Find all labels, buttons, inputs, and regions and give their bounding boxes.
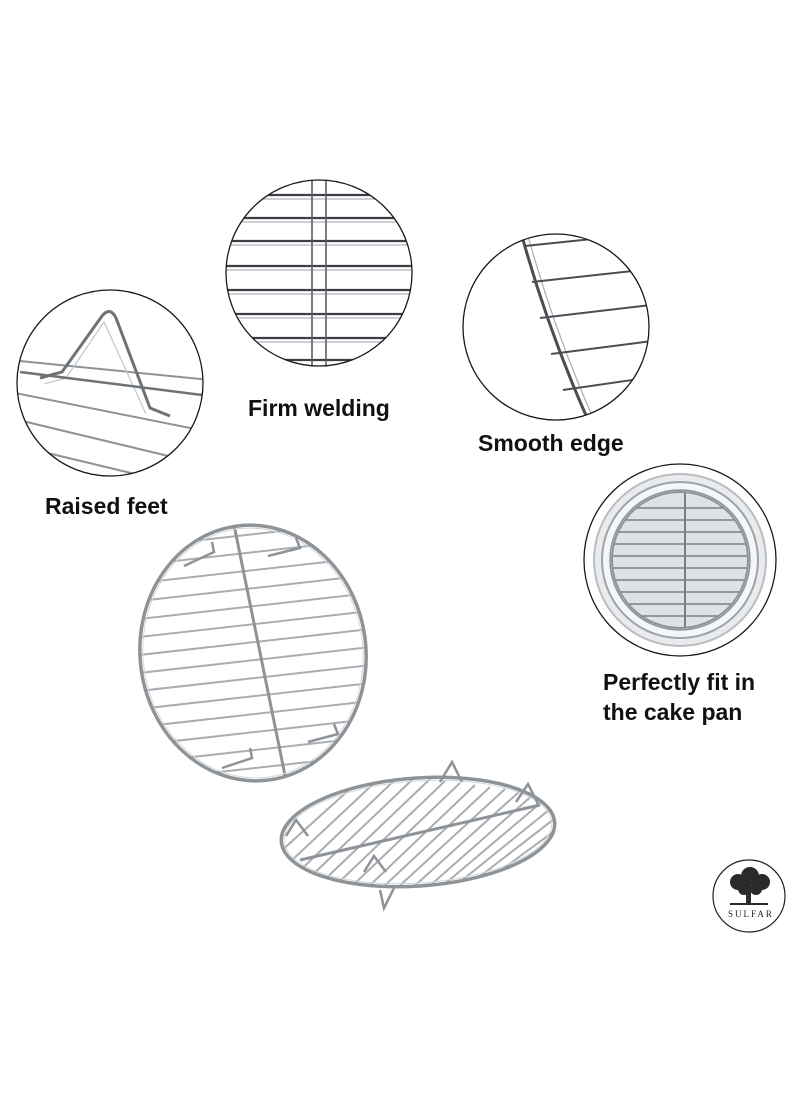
cake-pan-fit-line1: Perfectly fit in [603,669,756,695]
cake-pan-fit-line2: the cake pan [603,699,743,725]
cake-pan-detail [583,463,777,657]
smooth-edge-detail [462,233,650,421]
raised-feet-label: Raised feet [45,493,168,519]
firm-welding-detail [225,179,413,367]
raised-feet-detail [16,289,204,477]
sulfar-logo [712,859,786,933]
cake-pan-fit-label: Perfectly fit in the cake pan [603,667,755,727]
flat-rack [277,759,559,912]
smooth-edge-label: Smooth edge [478,430,624,456]
firm-welding-label: Firm welding [248,395,390,421]
upright-rack [129,519,379,791]
watermark-text: SULFAR [728,909,774,919]
tree-logo-icon [730,867,770,905]
